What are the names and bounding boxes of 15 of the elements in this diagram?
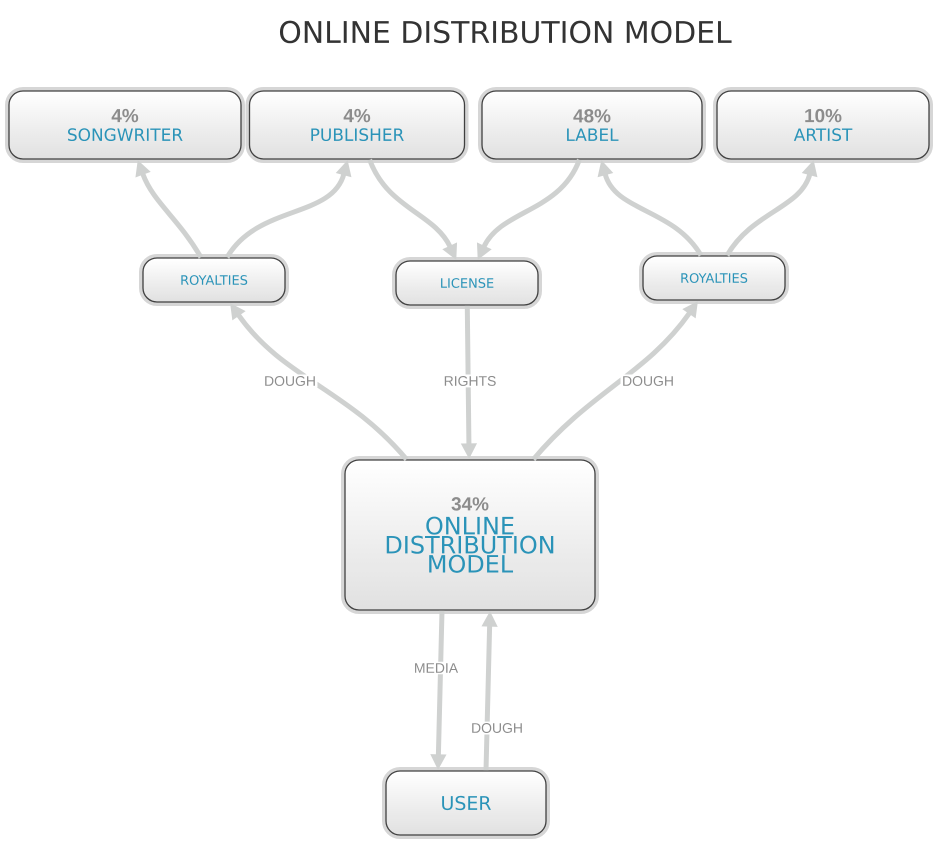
edge-label: MEDIA (412, 662, 460, 674)
process-box: 4% PUBLISHER (246, 87, 468, 163)
edge-label: DOUGH (262, 374, 318, 388)
title: ONLINE DISTRIBUTION MODEL (280, 20, 732, 44)
process-box: USER (382, 767, 550, 839)
process-box: 48% LABEL (478, 87, 706, 163)
edge-label: DOUGH (620, 374, 676, 388)
edge-label: RIGHTS (442, 374, 498, 388)
process-box: 4% SONGWRITER (5, 87, 245, 163)
process-box: ROYALTIES (139, 254, 289, 306)
process-box: 34% ONLINE DISTRIBUTION MODEL (341, 456, 599, 614)
process-box: ROYALTIES (639, 252, 789, 304)
process-box: 10% ARTIST (713, 87, 933, 163)
process-box: LICENSE (392, 257, 542, 309)
edge-label: DOUGH (470, 722, 524, 734)
